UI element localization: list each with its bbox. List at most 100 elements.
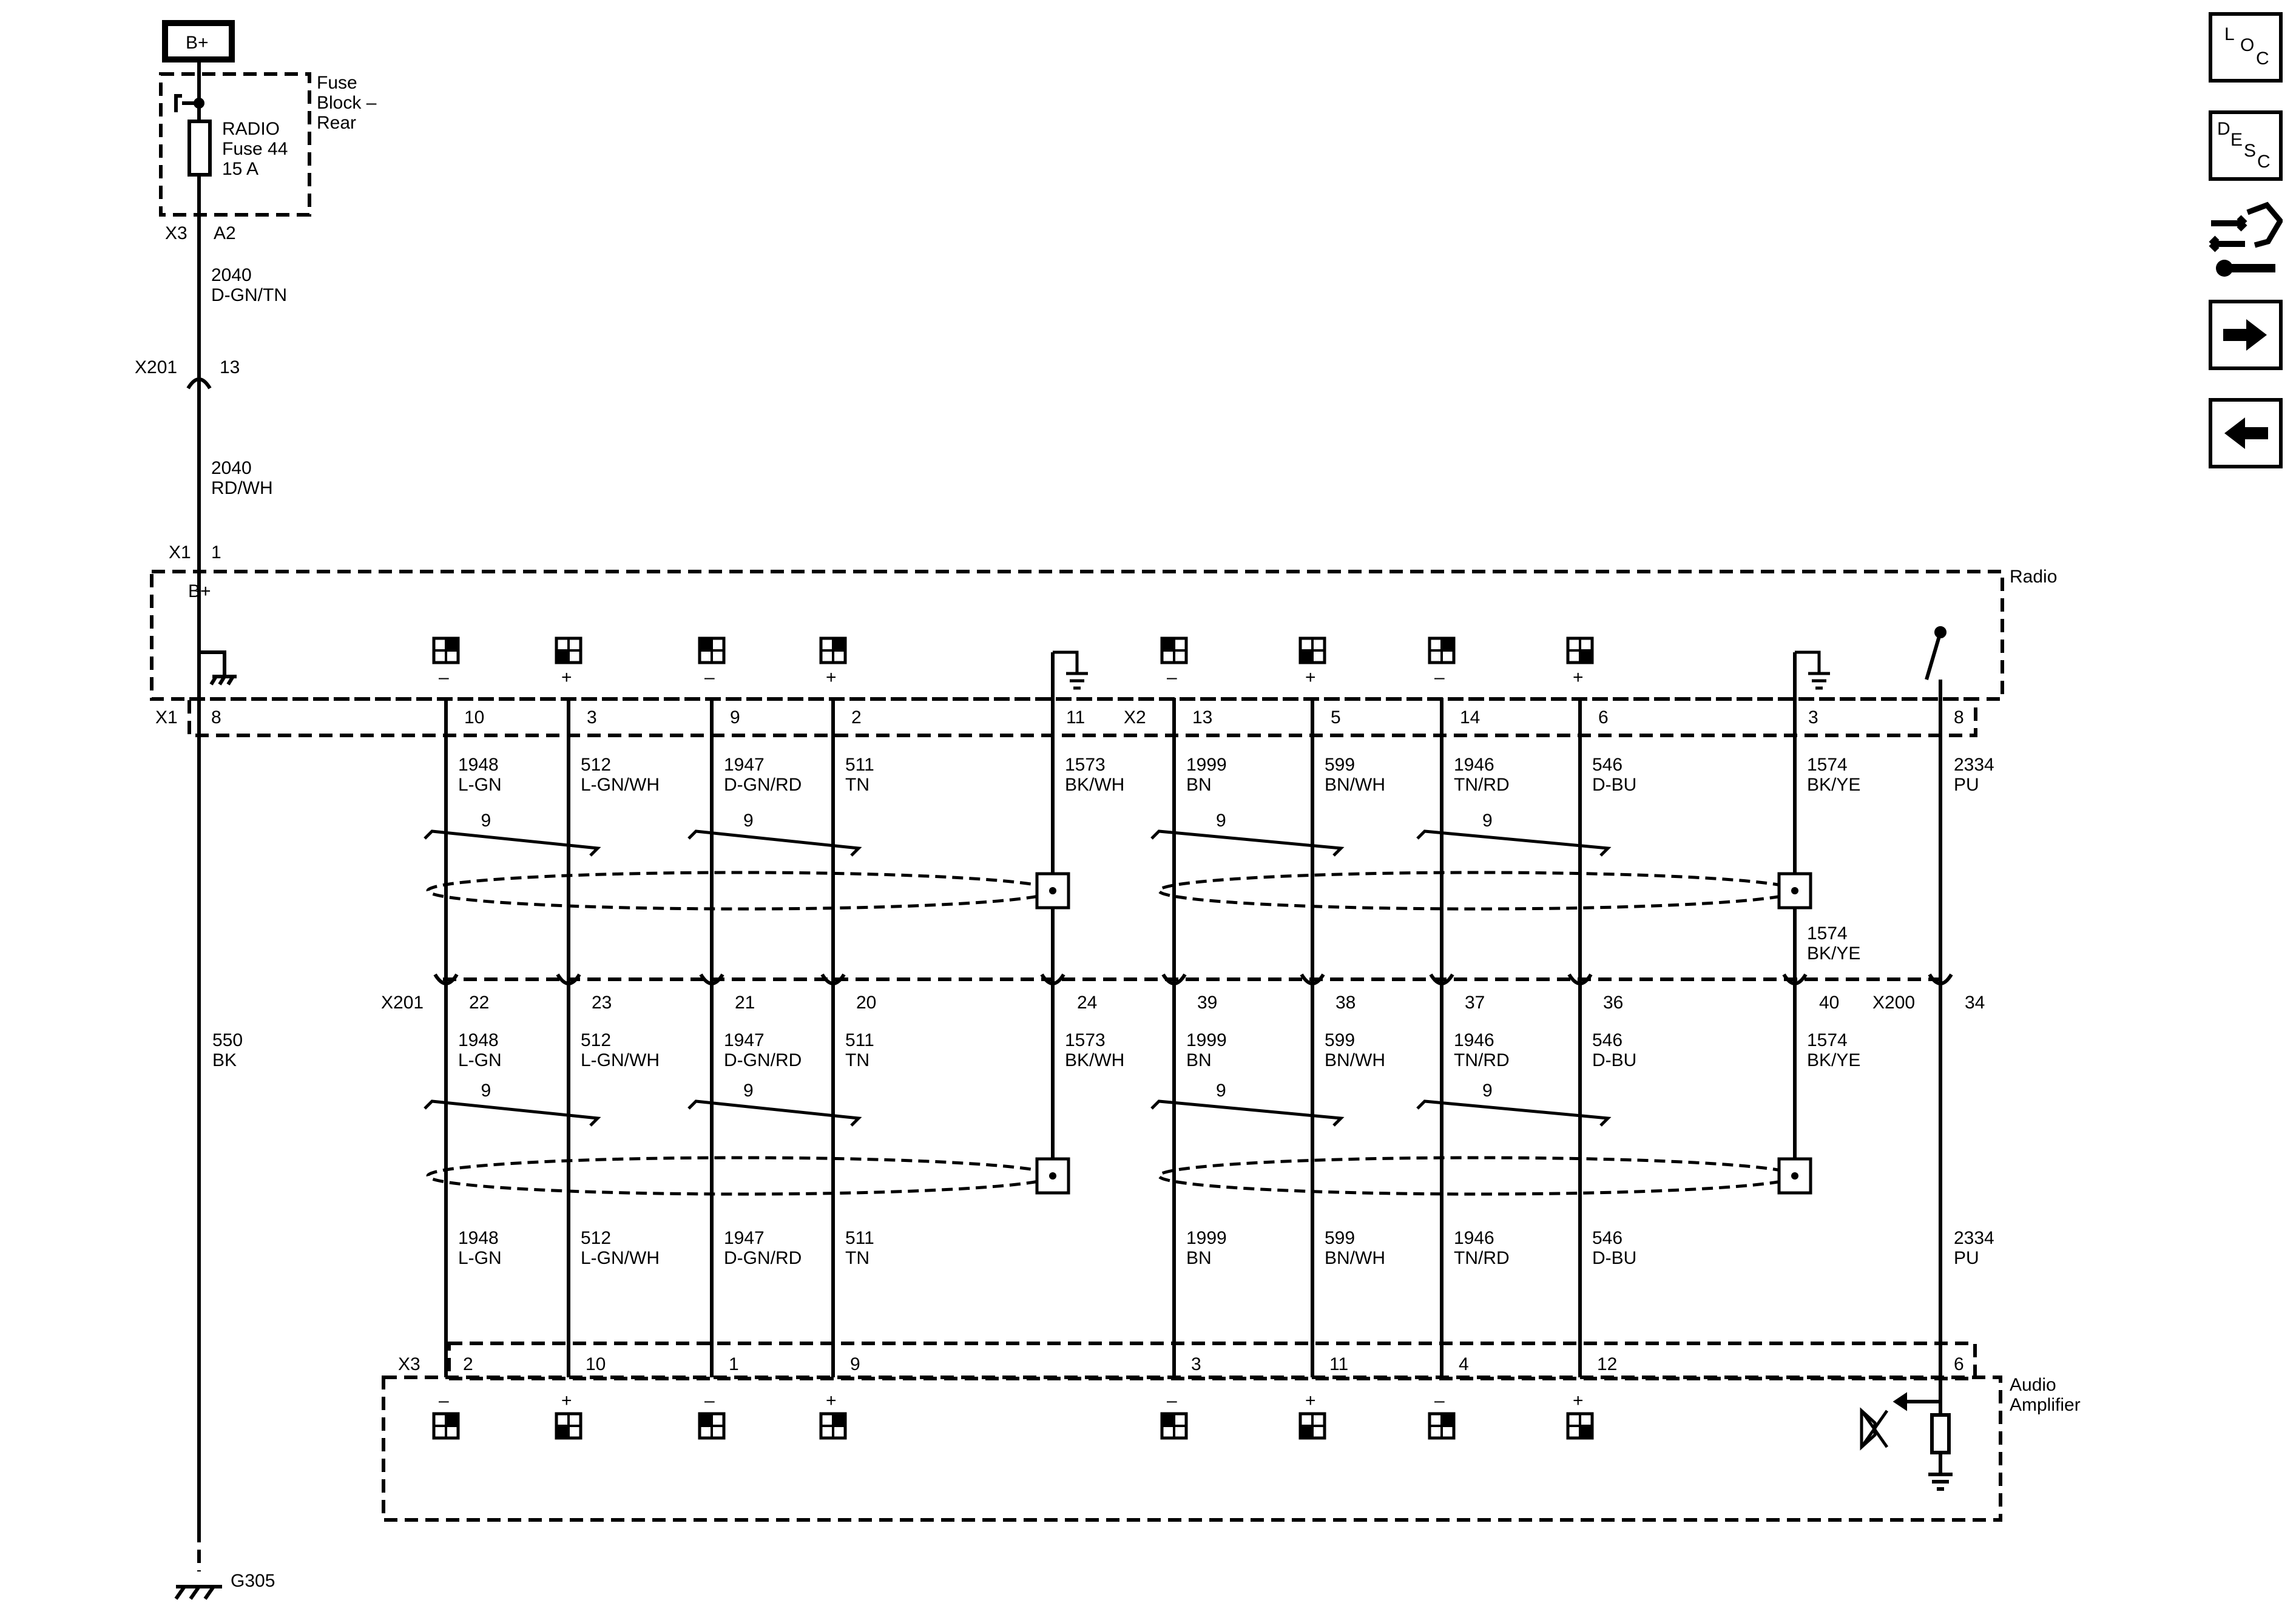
twist-count-3-0: 9 — [1482, 811, 1493, 831]
ground-circuit-label: 550 — [212, 1030, 243, 1050]
remote-switch-node — [1934, 626, 1947, 638]
description-button[interactable]: D E S C — [2209, 110, 2283, 181]
drain-inline-pin-24: 24 — [1077, 993, 1097, 1013]
radio-pin-546: 6 — [1598, 707, 1609, 727]
arrow-left-icon — [2224, 417, 2268, 449]
radio-feed-connector: X1 — [169, 542, 191, 562]
lower-circuit-1946: 1946 — [1454, 1228, 1494, 1248]
amp-sign-3: + — [826, 1391, 837, 1411]
radio-speaker-terminal-icon-6-fill — [1442, 638, 1454, 650]
desc-letter-c: C — [2257, 152, 2271, 172]
drain-lower-color-1574: BK/YE — [1807, 1050, 1860, 1070]
twist-mark-0-1 — [424, 1099, 601, 1127]
feed-inline-pin: 13 — [220, 357, 240, 377]
radio-speaker-terminal-icon-4-fill — [1162, 638, 1174, 650]
radio-speaker-terminal-icon-2-fill — [700, 638, 712, 650]
amp-sign-0: – — [439, 1391, 449, 1411]
drain-radio-pin-1573: 11 — [1066, 707, 1085, 727]
radio-pin-1999: 13 — [1192, 707, 1212, 727]
drain-lower-circuit-1573: 1573 — [1065, 1030, 1106, 1050]
radio-sign-5: + — [1305, 667, 1316, 687]
signal-layer: –101948L-GN221948L-GN1948L-GN2–+3512L-GN… — [424, 636, 1994, 1440]
radio-sign-3: + — [826, 667, 837, 687]
inline-pin-38: 38 — [1335, 993, 1356, 1013]
drain-mid-circuit-1574: 1574 — [1807, 923, 1848, 944]
mid-circuit-512: 512 — [581, 1030, 611, 1050]
twist-count-2-0: 9 — [1216, 811, 1226, 831]
mid-color-1946: TN/RD — [1454, 1050, 1510, 1070]
lower-color-511: TN — [845, 1248, 869, 1268]
lower-circuit-512: 512 — [581, 1228, 611, 1248]
remote-lower-circuit: 2334 — [1954, 1228, 1994, 1248]
amplifier-connector-x3: X3 — [398, 1354, 420, 1374]
remote-inline-pin: 34 — [1965, 993, 1985, 1013]
lower-color-599: BN/WH — [1325, 1248, 1385, 1268]
twist-mark-2-0 — [1150, 829, 1345, 857]
feed-wire1-color: D-GN/TN — [211, 285, 287, 305]
lower-circuit-546: 546 — [1592, 1228, 1622, 1248]
feed-wire2-circuit: 2040 — [211, 458, 252, 478]
ground-g305-icon — [174, 1585, 222, 1600]
drain-node-1-0 — [1791, 887, 1798, 894]
remote-lower-color: PU — [1954, 1248, 1979, 1268]
remote-upper-color: PU — [1954, 775, 1979, 795]
amp-sign-5: + — [1305, 1391, 1316, 1411]
upper-color-511: TN — [845, 775, 869, 795]
upper-color-1946: TN/RD — [1454, 775, 1510, 795]
radio-speaker-terminal-icon-3-fill — [833, 638, 845, 650]
amp-sign-2: – — [704, 1391, 715, 1411]
twist-mark-0-0 — [424, 829, 601, 857]
upper-circuit-1948: 1948 — [458, 755, 499, 775]
drain-ground-icon-1574 — [1793, 650, 1830, 690]
amp-pin-2: 2 — [463, 1354, 473, 1374]
amp-speaker-terminal-icon-0-fill — [446, 1414, 458, 1426]
twist-count-0-1: 9 — [481, 1081, 491, 1101]
amp-sign-6: – — [1434, 1391, 1445, 1411]
lower-color-1948: L-GN — [458, 1248, 502, 1268]
inline-connector-x201-13 — [186, 377, 212, 390]
fuse-block-outline — [159, 72, 311, 217]
next-page-button[interactable] — [2209, 300, 2283, 370]
drain-node-0-0 — [1049, 887, 1056, 894]
previous-page-button[interactable] — [2209, 398, 2283, 468]
drain-node-1-1 — [1791, 1172, 1798, 1180]
amp-pin-12: 12 — [1597, 1354, 1617, 1374]
fuse-icon — [187, 120, 212, 177]
upper-circuit-599: 599 — [1325, 755, 1355, 775]
upper-circuit-512: 512 — [581, 755, 611, 775]
inline-pin-23: 23 — [592, 993, 612, 1013]
loc-letter-o: O — [2240, 35, 2254, 55]
upper-color-1947: D-GN/RD — [724, 775, 802, 795]
upper-color-1948: L-GN — [458, 775, 502, 795]
drain-upper-color-1574: BK/YE — [1807, 775, 1860, 795]
radio-feed-pin-label: B+ — [188, 581, 211, 601]
fuse-connector-label: X3 — [165, 223, 187, 243]
mid-circuit-546: 546 — [1592, 1030, 1622, 1050]
upper-color-1999: BN — [1186, 775, 1212, 795]
amp-speaker-terminal-icon-5-fill — [1300, 1426, 1312, 1438]
inline-pin-22: 22 — [469, 993, 489, 1013]
feed-wire1-circuit: 2040 — [211, 265, 252, 285]
inline-pin-39: 39 — [1197, 993, 1217, 1013]
twist-count-3-1: 9 — [1482, 1081, 1493, 1101]
feed-wire2-color: RD/WH — [211, 478, 273, 498]
twist-count-2-1: 9 — [1216, 1081, 1226, 1101]
mid-color-599: BN/WH — [1325, 1050, 1385, 1070]
radio-sign-0: – — [439, 667, 449, 687]
radio-speaker-terminal-icon-7-fill — [1580, 650, 1592, 663]
drain-shield-box-0-0 — [1035, 872, 1070, 910]
connector-end-view-button[interactable] — [2209, 200, 2283, 283]
amp-speaker-terminal-icon-6-fill — [1442, 1414, 1454, 1426]
mid-color-546: D-BU — [1592, 1050, 1636, 1070]
location-button[interactable]: L O C — [2209, 12, 2283, 83]
upper-color-599: BN/WH — [1325, 775, 1385, 795]
remote-radio-pin: 8 — [1954, 707, 1964, 727]
radio-pin-1947: 9 — [730, 707, 740, 727]
amp-speaker-terminal-icon-2-fill — [700, 1414, 712, 1426]
fuse-rating-label: 15 A — [222, 159, 258, 179]
inline-connector-22 — [433, 973, 459, 985]
inline-connector-x201: X201 — [381, 993, 424, 1013]
remote-amp-pin: 6 — [1954, 1354, 1964, 1374]
